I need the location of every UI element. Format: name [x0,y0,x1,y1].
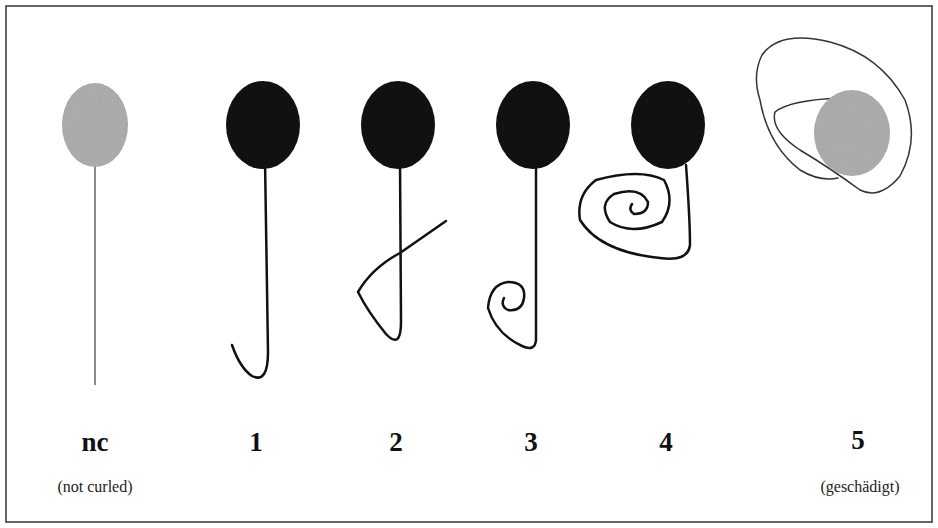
damaged-tail [756,38,911,193]
stage-code: nc [82,428,109,458]
straight-tail [94,165,96,385]
stage-number: 2 [389,428,403,458]
grey-head [62,83,128,167]
coiled-tail [579,165,690,259]
black-head [631,81,705,169]
stage-number: 4 [659,428,673,458]
stage-number: 3 [524,428,538,458]
stage-note: (geschädigt) [820,478,899,496]
frame [6,6,932,522]
grey-head [814,90,890,176]
hooked-tail [232,160,268,378]
stage-note: (not curled) [57,478,132,496]
stage-number: 1 [249,428,263,458]
looped-tail [358,160,446,340]
stage-number: 5 [851,426,865,456]
black-head [226,81,300,169]
black-head [496,81,570,169]
spiral-tail [488,160,536,348]
black-head [361,81,435,169]
